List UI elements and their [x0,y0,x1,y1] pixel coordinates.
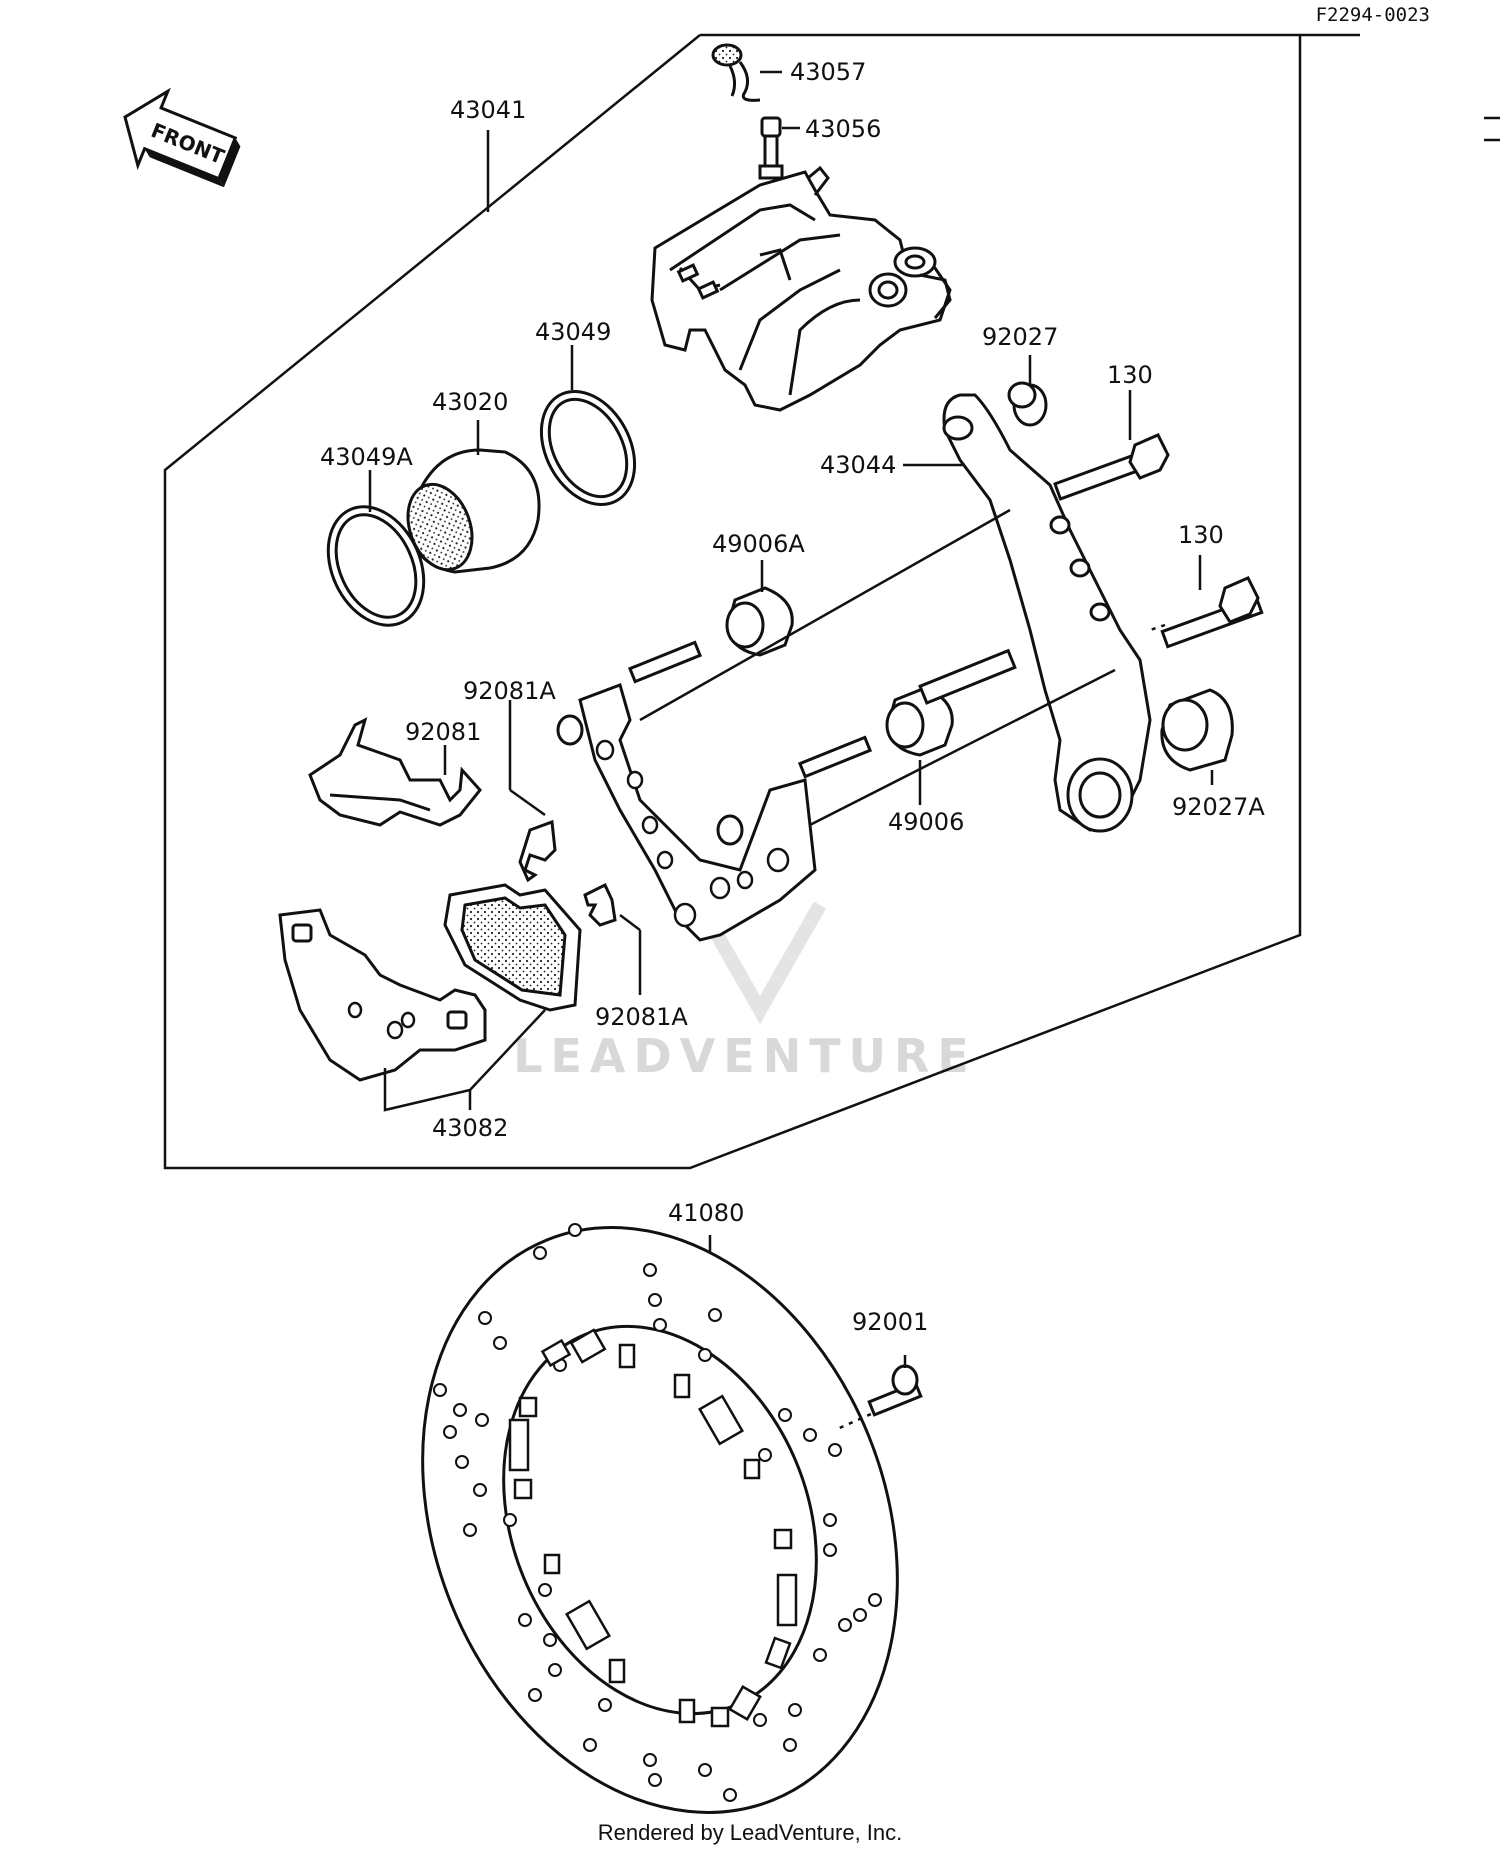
figure-id: F2294-0023 [1315,4,1430,26]
label-92027: 92027 [982,323,1058,351]
bleeder-cap [711,43,761,102]
disc-vent-holes [433,1223,882,1802]
pad-clip-lower [583,882,617,927]
label-49006: 49006 [888,808,964,836]
pad-clip-upper [518,819,557,883]
label-92081A-bottom: 92081A [595,1003,688,1031]
caliper-piston [406,448,541,574]
label-92001: 92001 [852,1308,928,1336]
brake-disc [421,1223,899,1814]
label-43020: 43020 [432,388,508,416]
label-43057: 43057 [790,58,866,86]
bushing-large [1160,688,1234,772]
bolt-lower [1149,576,1264,649]
watermark: LEADVENTURE [513,901,977,1083]
label-92027A: 92027A [1172,793,1265,821]
label-43049: 43049 [535,318,611,346]
pin-boot-upper [725,586,794,657]
label-130-lower: 130 [1178,521,1224,549]
disc-bolt [834,1364,923,1432]
label-130-upper: 130 [1107,361,1153,389]
footer-credit: Rendered by LeadVenture, Inc. [597,1820,903,1845]
caliper-body [650,165,952,412]
watermark-text: LEADVENTURE [513,1029,977,1083]
label-43056: 43056 [805,115,881,143]
label-41080: 41080 [668,1199,744,1227]
slide-pins [556,508,1116,846]
dust-seal [326,505,426,627]
pin-holder-bracket [578,683,817,942]
label-49006A: 49006A [712,530,805,558]
label-92081A-top: 92081A [463,677,556,705]
label-43049A: 43049A [320,443,413,471]
front-arrow-icon: FRONT [123,87,241,188]
leader-lines [368,70,1214,1368]
pad-spring [308,717,482,827]
part-labels: 43041 43057 43056 43049 43020 43049A 920… [320,58,1265,1336]
bushing-small [1007,381,1048,427]
bleeder-valve [758,116,784,180]
brake-pad-front [278,908,487,1082]
label-43044: 43044 [820,451,896,479]
bolt-upper [1053,433,1170,501]
label-43041: 43041 [450,96,526,124]
piston-seal [539,389,637,507]
label-92081: 92081 [405,718,481,746]
label-43082: 43082 [432,1114,508,1142]
brake-pad-rear [443,883,582,1012]
caliper-bracket [942,393,1152,833]
disc-slots [508,1328,798,1728]
